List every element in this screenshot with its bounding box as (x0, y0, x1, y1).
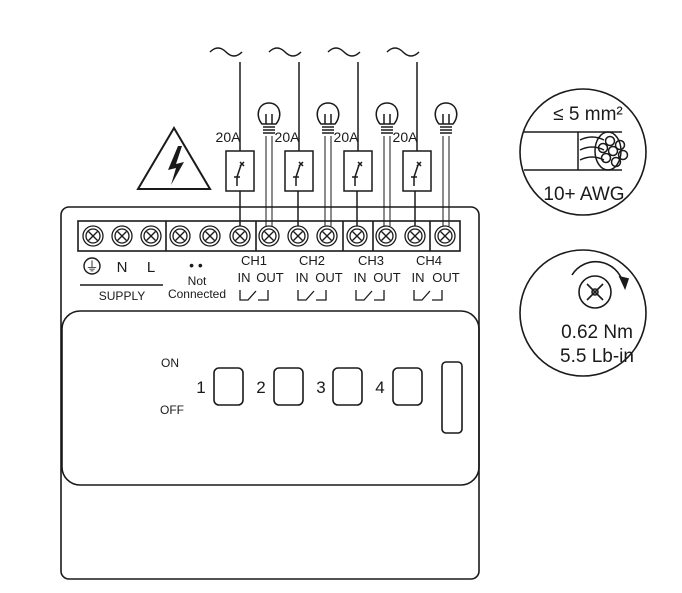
light-bulb-icon (434, 102, 458, 134)
channel-switch-4[interactable] (392, 367, 423, 406)
off-label: OFF (160, 403, 184, 417)
ac-source-icon (327, 47, 361, 57)
channel-in-label: IN (238, 270, 251, 285)
high-voltage-warning-icon (136, 126, 212, 190)
channel-out-label: OUT (315, 270, 343, 285)
ac-source-icon (386, 47, 420, 57)
screw-terminal-13[interactable] (434, 225, 456, 247)
channel-name-label: CH1 (241, 253, 267, 268)
terminal-strip (77, 220, 461, 252)
circuit-breaker-icon (402, 150, 432, 192)
awg-label: 10+ AWG (543, 184, 624, 205)
circuit-breaker-icon (225, 150, 255, 192)
channel-out-label: OUT (432, 270, 460, 285)
wire-size-label: ≤ 5 mm² (553, 104, 623, 125)
screw-terminal-9[interactable] (316, 225, 338, 247)
not-connected-label-2: Connected (168, 287, 226, 301)
relay-contact-icon (297, 290, 327, 301)
side-lever[interactable] (441, 361, 463, 434)
relay-contact-icon (239, 290, 269, 301)
light-bulb-icon (257, 102, 281, 134)
screw-terminal-12[interactable] (404, 225, 426, 247)
switch-number-label: 4 (375, 378, 384, 397)
channel-name-label: CH3 (358, 253, 384, 268)
channel-in-label: IN (354, 270, 367, 285)
earth-symbol: ⏚ (85, 259, 98, 274)
breaker-rating-label: 20A (393, 129, 419, 145)
breaker-rating-label: 20A (334, 129, 360, 145)
screw-terminal-11[interactable] (375, 225, 397, 247)
channel-out-label: OUT (373, 270, 401, 285)
not-connected-label-1: Not (188, 274, 207, 288)
screw-terminal-6[interactable] (229, 225, 251, 247)
screw-terminal-5[interactable] (199, 225, 221, 247)
wire-spec-circle (519, 88, 647, 216)
channel-in-label: IN (412, 270, 425, 285)
channel-name-label: CH4 (416, 253, 442, 268)
breaker-rating-label: 20A (275, 129, 301, 145)
screw-terminal-2[interactable] (111, 225, 133, 247)
light-bulb-icon (316, 102, 340, 134)
channel-switch-1[interactable] (213, 367, 244, 406)
channel-out-label: OUT (256, 270, 284, 285)
ac-source-icon (268, 47, 302, 57)
torque-screw-icon (571, 261, 630, 309)
relay-contact-icon (355, 290, 385, 301)
switch-number-label: 1 (196, 378, 205, 397)
switch-number-label: 2 (256, 378, 265, 397)
screw-terminal-3[interactable] (140, 225, 162, 247)
light-bulb-icon (375, 102, 399, 134)
torque-spec-circle (519, 249, 647, 377)
supply-neutral-label: N (117, 259, 128, 276)
screw-terminal-4[interactable] (169, 225, 191, 247)
earth-icon (83, 257, 101, 275)
switch-number-label: 3 (316, 378, 325, 397)
screw-terminal-10[interactable] (346, 225, 368, 247)
channel-switches: 1 2 3 4 (196, 367, 423, 406)
on-label: ON (161, 356, 179, 370)
channel-switch-2[interactable] (273, 367, 304, 406)
screw-terminal-7[interactable] (258, 225, 280, 247)
torque-nm-label: 0.62 Nm (561, 322, 633, 343)
channel-name-label: CH2 (299, 253, 325, 268)
screw-terminal-8[interactable] (287, 225, 309, 247)
not-connected-dots: • • (189, 257, 203, 273)
channel-switch-3[interactable] (332, 367, 363, 406)
circuit-breaker-icon (343, 150, 373, 192)
breaker-rating-label: 20A (216, 129, 242, 145)
screw-terminal-1[interactable] (82, 225, 104, 247)
torque-lbin-label: 5.5 Lb-in (560, 346, 634, 367)
supply-live-label: L (147, 259, 155, 276)
ac-source-icon (209, 47, 243, 57)
screw-terminals (82, 225, 456, 247)
relay-contact-icon (413, 290, 443, 301)
channel-in-label: IN (296, 270, 309, 285)
supply-label: SUPPLY (99, 289, 145, 303)
circuit-breaker-icon (284, 150, 314, 192)
stranded-wire-icon (524, 131, 629, 171)
front-panel (61, 310, 480, 486)
